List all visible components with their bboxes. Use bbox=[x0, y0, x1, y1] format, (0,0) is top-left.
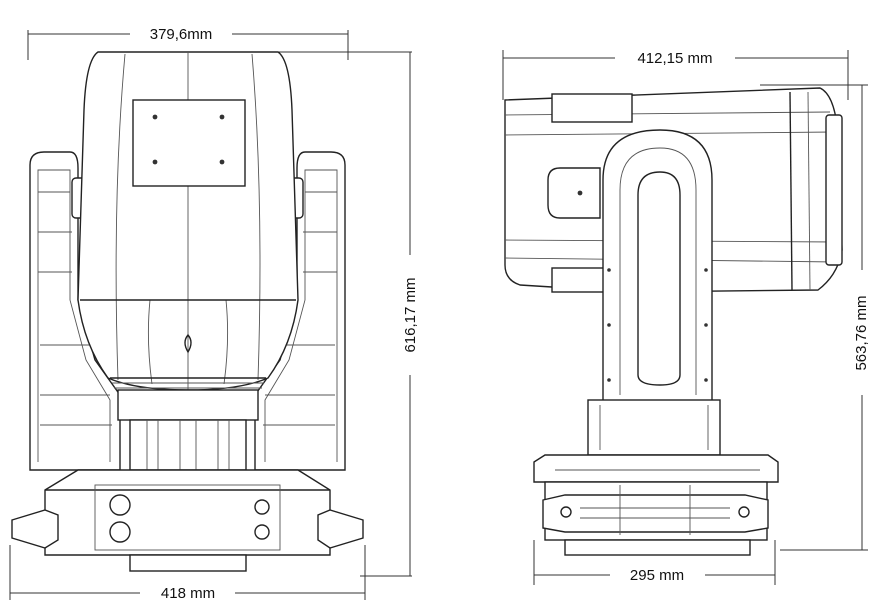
side-top-width-label: 412,15 mm bbox=[637, 50, 712, 67]
side-base bbox=[533, 454, 779, 556]
side-height-dimension: 563,76 mm bbox=[760, 84, 870, 551]
side-top-dimension: 412,15 mm bbox=[502, 50, 849, 100]
front-height-label: 616,17 mm bbox=[402, 277, 419, 352]
side-view: 412,15 mm 563,76 mm 295 mm bbox=[502, 50, 870, 585]
front-head bbox=[77, 51, 299, 391]
front-base bbox=[11, 469, 364, 572]
front-view: 379,6mm 616,17 mm 418 mm bbox=[9, 26, 419, 602]
front-base-width-label: 418 mm bbox=[161, 585, 215, 602]
front-top-dimension: 379,6mm bbox=[27, 26, 349, 60]
front-height-dimension: 616,17 mm bbox=[270, 51, 419, 577]
side-base-width-label: 295 mm bbox=[630, 567, 684, 584]
front-yoke-left bbox=[29, 151, 121, 471]
side-height-label: 563,76 mm bbox=[853, 295, 870, 370]
front-top-width-label: 379,6mm bbox=[150, 26, 213, 43]
side-yoke-arm bbox=[587, 129, 721, 456]
front-neck bbox=[117, 389, 259, 471]
front-base-dimension: 418 mm bbox=[9, 545, 366, 602]
side-base-dimension: 295 mm bbox=[533, 540, 776, 585]
